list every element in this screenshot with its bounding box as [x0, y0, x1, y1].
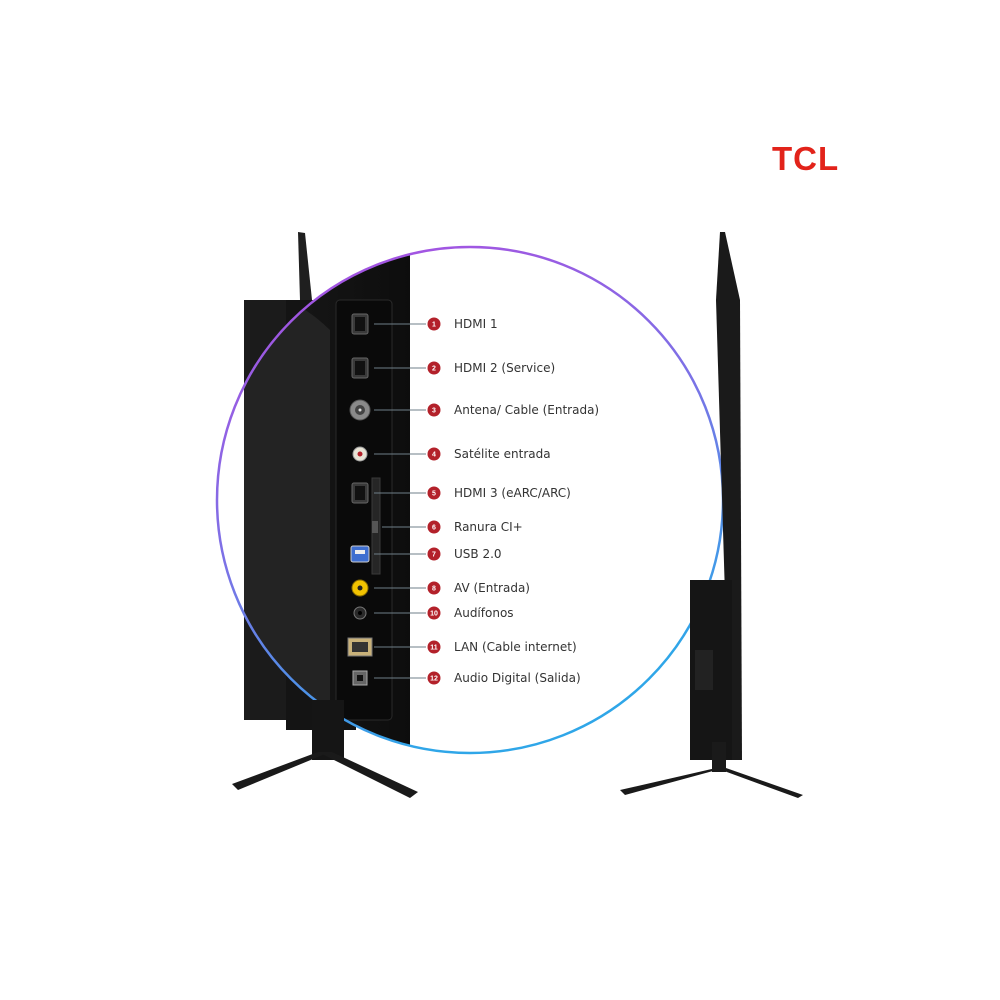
hdmi-port-icon	[351, 482, 369, 504]
usb-port-icon	[350, 545, 370, 563]
port-number: 2	[432, 366, 436, 373]
port-label: HDMI 3 (eARC/ARC)	[454, 486, 571, 500]
port-row: 12 Audio Digital (Salida)	[352, 670, 581, 686]
port-row: 11 LAN (Cable internet)	[347, 637, 577, 657]
port-number: 4	[432, 452, 436, 459]
port-number: 3	[432, 408, 436, 415]
port-number: 12	[430, 676, 438, 683]
port-number: 6	[432, 525, 436, 532]
port-row: 7 USB 2.0	[350, 545, 502, 563]
port-number: 11	[430, 645, 438, 652]
hdmi-port-icon	[351, 313, 369, 335]
port-label: USB 2.0	[454, 547, 502, 561]
port-number-badge: 2	[427, 361, 441, 375]
port-number: 8	[432, 586, 436, 593]
port-row: 10 Audífonos	[353, 606, 514, 620]
port-label: HDMI 1	[454, 317, 498, 331]
ports-list: 1 HDMI 1 2 HDMI 2 (Service) 3 Antena/ Cable (…	[347, 313, 599, 686]
port-label: Ranura CI+	[454, 520, 523, 534]
port-number-badge: 1	[427, 317, 441, 331]
port-number-badge: 6	[427, 520, 441, 534]
satellite-port-icon	[352, 446, 368, 462]
port-row: 2 HDMI 2 (Service)	[351, 357, 555, 379]
port-row: 5 HDMI 3 (eARC/ARC)	[351, 482, 571, 504]
av-jack-icon	[351, 579, 369, 597]
ethernet-port-icon	[347, 637, 373, 657]
port-number: 5	[432, 491, 436, 498]
port-label: Audífonos	[454, 606, 514, 620]
port-row: 4 Satélite entrada	[352, 446, 551, 462]
port-row: 1 HDMI 1	[351, 313, 498, 335]
port-number-badge: 5	[427, 486, 441, 500]
optical-port-icon	[352, 670, 368, 686]
port-label: Antena/ Cable (Entrada)	[454, 403, 599, 417]
port-number-badge: 12	[427, 671, 441, 685]
port-number-badge: 8	[427, 581, 441, 595]
tv-stand-left	[232, 700, 418, 798]
port-number-badge: 4	[427, 447, 441, 461]
headphone-jack-icon	[353, 606, 367, 620]
coax-antenna-port-icon	[349, 399, 371, 421]
port-number: 1	[432, 322, 436, 329]
port-label: Satélite entrada	[454, 447, 551, 461]
port-number-badge: 7	[427, 547, 441, 561]
port-label: AV (Entrada)	[454, 581, 530, 595]
port-label: HDMI 2 (Service)	[454, 361, 555, 375]
port-label: LAN (Cable internet)	[454, 640, 577, 654]
port-label: Audio Digital (Salida)	[454, 671, 581, 685]
port-row: 3 Antena/ Cable (Entrada)	[349, 399, 599, 421]
port-number-badge: 3	[427, 403, 441, 417]
ci-slot-icon	[372, 521, 378, 533]
port-number-badge: 11	[427, 640, 441, 654]
port-row: 8 AV (Entrada)	[351, 579, 530, 597]
hdmi-port-icon	[351, 357, 369, 379]
brand-logo: TCL	[772, 140, 840, 177]
port-number-badge: 10	[427, 606, 441, 620]
port-number: 10	[430, 611, 438, 618]
port-number: 7	[432, 552, 436, 559]
tv-side-view-right	[620, 232, 803, 798]
port-row: 6 Ranura CI+	[372, 520, 523, 534]
